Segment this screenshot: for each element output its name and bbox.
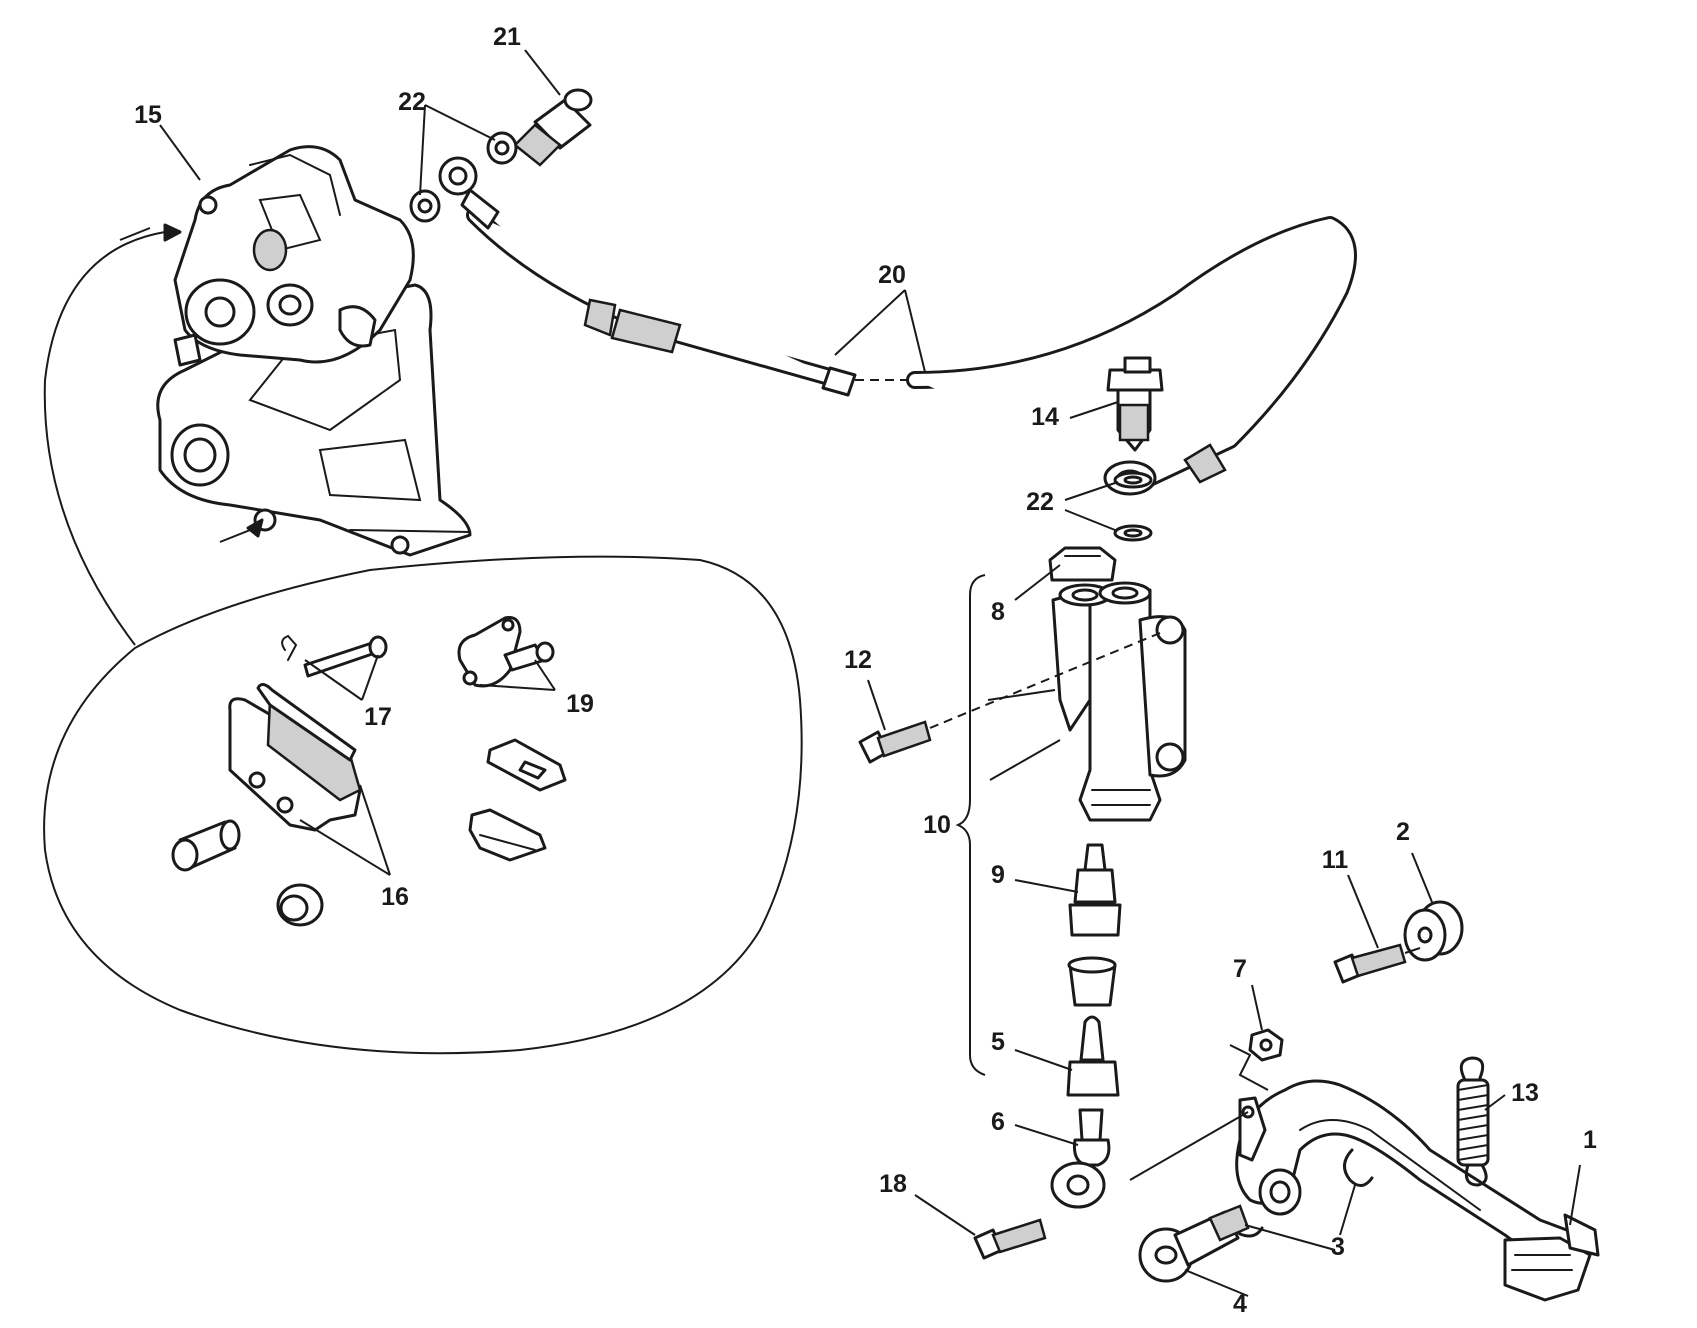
callout-labels: 1 2 3 4 5 6 7 8 9 10 11 12 13 14 15 16 1… [134, 23, 1597, 1318]
return-spring [1456, 1056, 1490, 1187]
brake-pads [228, 683, 362, 832]
spacer-bolt [1333, 943, 1407, 984]
spacer-washer [1403, 900, 1464, 962]
callout-17: 17 [364, 703, 392, 731]
callout-10: 10 [923, 811, 951, 839]
callout-15: 15 [134, 101, 162, 129]
circlip-upper [1343, 1148, 1374, 1187]
piston [1068, 843, 1122, 937]
slide-pin-boot [171, 819, 241, 872]
callout-11: 11 [1322, 846, 1349, 874]
brake-caliper-assembly [156, 145, 472, 557]
callout-7: 7 [1233, 955, 1247, 983]
clevis [1050, 1108, 1111, 1209]
bolt-alignment-line [929, 632, 1161, 729]
sealing-washers-upper [409, 131, 518, 223]
pad-detail-enclosure [43, 555, 803, 1055]
nut [1248, 1028, 1284, 1062]
callout-4: 4 [1233, 1290, 1247, 1318]
detail-loop-arrow [43, 231, 166, 646]
callout-6: 6 [991, 1108, 1005, 1136]
sealing-washers-lower [1113, 471, 1153, 542]
callout-5: 5 [991, 1028, 1005, 1056]
callout-12: 12 [844, 646, 872, 674]
pin-plug-with-plate [457, 616, 555, 688]
callout-2: 2 [1396, 818, 1410, 846]
brake-pedal [1235, 1079, 1600, 1302]
push-rod [1066, 1015, 1120, 1097]
callout-18: 18 [879, 1170, 907, 1198]
callout-22-lower: 22 [1026, 488, 1054, 516]
leader-lines [159, 49, 1581, 1297]
pad-pin-and-clip [281, 634, 388, 678]
callout-21: 21 [493, 23, 521, 51]
pad-spring-clips [468, 738, 567, 862]
callout-13: 13 [1511, 1079, 1539, 1107]
callout-14: 14 [1031, 403, 1059, 431]
pivot-bolt [1138, 1204, 1250, 1283]
assembly-bracket [955, 574, 986, 1076]
callout-8: 8 [991, 598, 1005, 626]
rubber-bush [276, 883, 324, 927]
callout-19: 19 [566, 690, 594, 718]
banjo-bolt-upper [513, 88, 593, 167]
callout-9: 9 [991, 861, 1005, 889]
callout-16: 16 [381, 883, 409, 911]
callout-1: 1 [1583, 1126, 1597, 1154]
callout-3: 3 [1331, 1233, 1345, 1261]
banjo-bolt-lower [1106, 356, 1164, 452]
master-cylinder [1048, 546, 1187, 822]
mounting-bolt [858, 720, 932, 764]
clevis-bolt [973, 1218, 1047, 1260]
brake-hose [438, 156, 1357, 496]
callout-20: 20 [878, 261, 906, 289]
callout-22-upper: 22 [398, 88, 426, 116]
